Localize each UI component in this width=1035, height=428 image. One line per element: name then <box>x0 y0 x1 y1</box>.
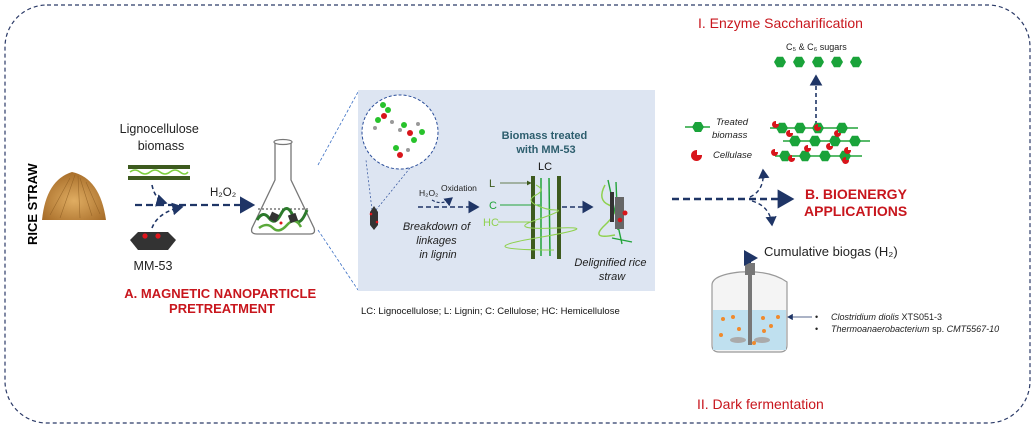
molecule-zoom-bubble <box>361 94 439 170</box>
cellulase-enzyme <box>844 146 852 154</box>
mm53-nanoparticle-icon <box>130 232 176 250</box>
to-saccharification-arrow <box>749 168 770 198</box>
strain-1: • Clostridium diolis XTS051-3 <box>815 312 942 322</box>
outer-dashed-frame <box>4 4 1031 424</box>
cellulase-enzyme <box>771 148 779 156</box>
sugar-hexagon <box>831 56 843 68</box>
cellulase-enzyme <box>804 144 812 152</box>
biomass-hexagon <box>789 135 801 147</box>
fermentation-reactor-icon <box>711 250 788 353</box>
sugars-label: C₅ & C₆ sugars <box>786 42 847 52</box>
cumulative-biogas-label: Cumulative biogas (H₂) <box>764 244 898 259</box>
biomass-hexagon <box>819 150 831 162</box>
oxidation-label: Oxidation <box>441 183 477 193</box>
hemicellulose-label: HC <box>483 217 499 229</box>
panel-h2o2-label: H₂O₂ <box>419 188 438 198</box>
straw-texture <box>49 174 101 219</box>
delignified-label: Delignified rice straw <box>574 257 649 283</box>
rice-straw-label: RICE STRAW <box>25 163 40 245</box>
section-a-title: A. MAGNETIC NANOPARTICLE PRETREATMENT <box>124 286 320 316</box>
enzyme-saccharification-title: I. Enzyme Saccharification <box>698 15 863 31</box>
to-fermentation-arrow <box>751 200 777 227</box>
zoom-line-top <box>317 91 359 166</box>
cellulose-label: C <box>489 200 497 212</box>
sugar-hexagon <box>812 56 824 68</box>
oxidation-branch-arrow <box>431 197 453 207</box>
abbreviation-caption: LC: Lignocellulose; L: Lignin; C: Cellul… <box>361 306 620 317</box>
cellulase-enzyme <box>834 129 842 137</box>
bubble-pointer-right <box>375 167 411 211</box>
cellulase-enzyme <box>842 156 850 164</box>
treated-biomass-chains <box>770 120 870 164</box>
biomass-hexagon <box>776 122 788 134</box>
flask-icon <box>250 138 316 235</box>
biomass-treated-heading: Biomass treated with MM-53 <box>502 130 591 156</box>
bubble-pointer-left <box>365 159 373 211</box>
sugar-hexagon <box>850 56 862 68</box>
rice-straw-image <box>42 172 106 220</box>
h2o2-label: H₂O₂ <box>210 187 236 199</box>
biomass-hexagon <box>809 135 821 147</box>
biomass-hexagon <box>829 135 841 147</box>
biomass-hexagon <box>794 122 806 134</box>
mm53-to-mix-arrow <box>151 202 184 229</box>
cellulase-enzyme <box>814 123 822 131</box>
nanoparticle-small-icon <box>369 206 379 230</box>
sugar-hexagons <box>774 56 862 68</box>
section-b-title: B. BIOENERGY APPLICATIONS <box>804 186 911 219</box>
cellulase-enzyme <box>786 129 794 137</box>
lc-label: LC <box>538 161 552 173</box>
cellulase-enzyme <box>826 142 834 150</box>
breakdown-label: Breakdown of linkages in lignin <box>403 221 473 261</box>
biomass-hexagon <box>849 135 861 147</box>
cellulase-enzyme <box>788 154 796 162</box>
dark-fermentation-title: II. Dark fermentation <box>697 396 824 412</box>
biomass-hexagon <box>836 122 848 134</box>
sugar-hexagon <box>793 56 805 68</box>
strain-2: • Thermoanaerobacterium sp. CMT5567-10 <box>815 324 999 334</box>
biomass-hexagon <box>799 150 811 162</box>
lignocellulose-label: Lignocellulose biomass <box>120 122 203 153</box>
mm53-label: MM-53 <box>134 259 173 273</box>
cellulase-enzyme <box>772 120 780 128</box>
biomass-to-mix-arrow <box>151 184 168 207</box>
sugar-hexagon <box>774 56 786 68</box>
lignocellulose-structure-icon <box>504 176 578 259</box>
legend-treated-biomass-icon <box>685 122 710 132</box>
lignocellulose-fiber-icon <box>128 165 190 180</box>
zoom-line-bottom <box>317 229 359 291</box>
legend-cellulase-icon <box>691 149 703 161</box>
biomass-hexagon <box>779 150 791 162</box>
legend-treated-biomass-label: Treated biomass <box>712 117 751 141</box>
legend-cellulase-label: Cellulase <box>713 150 752 161</box>
lignin-label: L <box>489 178 495 190</box>
delignified-straw-icon <box>598 179 633 245</box>
